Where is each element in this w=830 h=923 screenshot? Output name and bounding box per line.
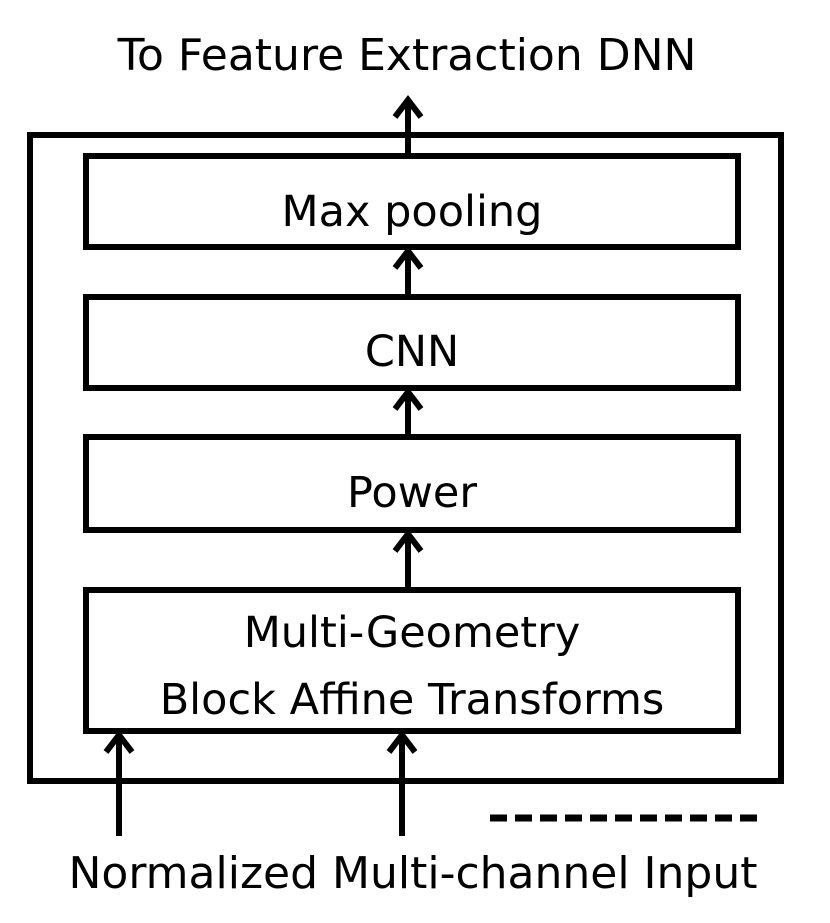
input-arrow-right: [386, 730, 418, 836]
power-label: Power: [347, 468, 477, 518]
power-block: [83, 434, 741, 533]
multi-geometry-block: [83, 587, 741, 734]
cnn-label: CNN: [365, 327, 459, 377]
cnn-block: [83, 294, 741, 391]
input-arrow-left: [103, 730, 135, 836]
arrow-transforms-to-power: [392, 529, 424, 590]
output-label: To Feature Extraction DNN: [117, 30, 697, 81]
arrow-cnn-to-max-pooling: [392, 246, 424, 297]
input-label: Normalized Multi-channel Input: [69, 848, 758, 899]
multi-geometry-label-line2: Block Affine Transforms: [160, 675, 665, 725]
output-arrow: [392, 95, 424, 156]
max-pooling-block: [83, 153, 741, 250]
max-pooling-label: Max pooling: [282, 187, 543, 237]
multi-geometry-label-line1: Multi-Geometry: [244, 608, 581, 658]
arrow-power-to-cnn: [392, 387, 424, 437]
